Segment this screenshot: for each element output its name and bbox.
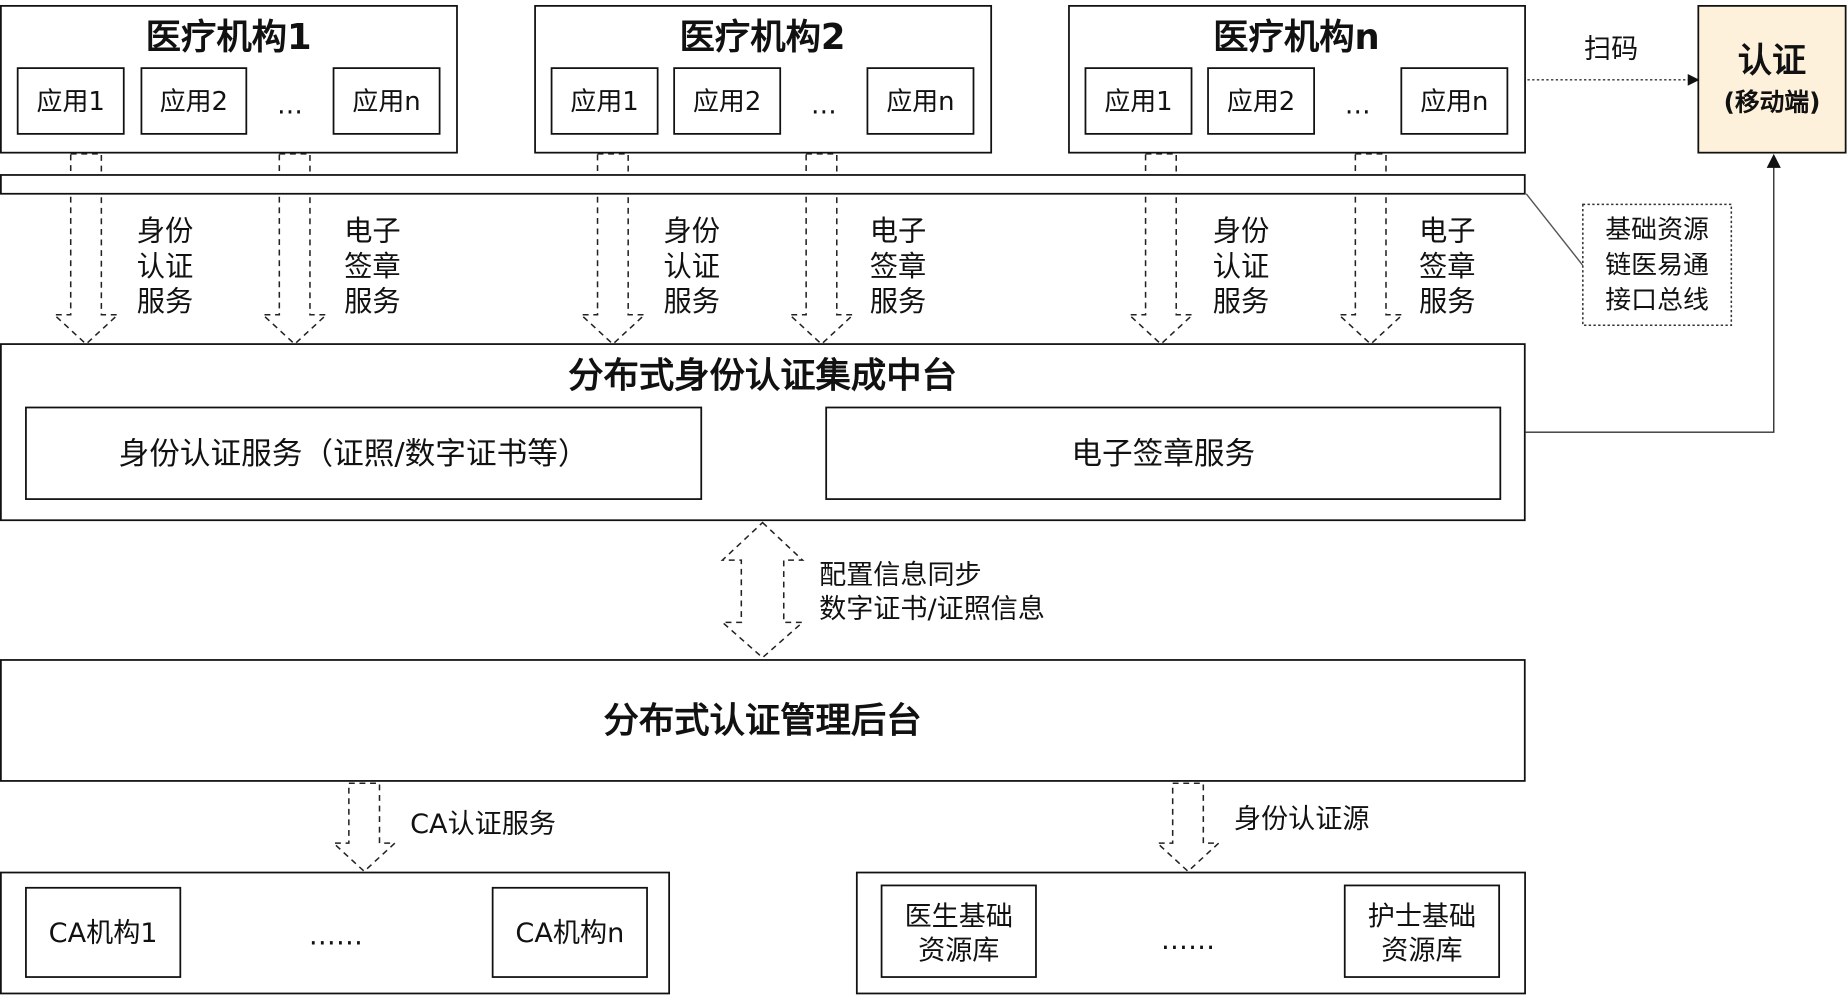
esign-service-text: 电子签章服务 <box>1071 437 1255 472</box>
app-label: 应用2 <box>1227 87 1295 117</box>
bus-note: 基础资源 链医易通 接口总线 <box>1582 203 1733 327</box>
identity-service-text: 身份认证服务（证照/数字证书等） <box>119 437 589 472</box>
app-box <box>16 67 125 135</box>
nurse-resource-box <box>1343 884 1501 978</box>
esign-service-label-n: 电子 签章 服务 <box>1419 215 1485 318</box>
mobile-auth-title: 认证 <box>1738 41 1806 81</box>
bus-note-line: 接口总线 <box>1605 286 1709 316</box>
esign-service-box <box>825 406 1502 500</box>
ca-service-label: CA认证服务 <box>410 809 556 840</box>
app-label: 应用n <box>886 87 954 117</box>
institution-1: 医疗机构1 应用1 应用2 … 应用n <box>0 4 458 154</box>
bus-note-line: 链医易通 <box>1605 250 1709 280</box>
app-label: 应用1 <box>570 87 638 117</box>
doctor-resource-label: 资源库 <box>918 936 999 967</box>
app-box <box>1400 67 1509 135</box>
institution-2: 医疗机构2 应用1 应用2 … 应用n <box>534 4 993 154</box>
ca-institution-box <box>25 886 182 978</box>
app-label: 应用2 <box>693 87 761 117</box>
doctor-resource-box <box>880 884 1037 978</box>
mobile-auth: 认证 (移动端) <box>1697 4 1847 154</box>
platform-title: 分布式身份认证集成中台 <box>568 355 957 396</box>
identity-service-label-2: 身份 认证 服务 <box>664 215 730 318</box>
esign-service-label-1: 电子 签章 服务 <box>344 215 410 318</box>
app-box <box>332 67 441 135</box>
app-label: 应用1 <box>1104 87 1172 117</box>
platform-to-mobile-arrowhead <box>1766 153 1781 168</box>
app-box <box>550 67 659 135</box>
integration-platform: 分布式身份认证集成中台 身份认证服务（证照/数字证书等） 电子签章服务 <box>0 343 1526 522</box>
scan-arrowhead <box>1687 73 1700 86</box>
sync-label: 配置信息同步 <box>819 560 982 591</box>
bus-note-line: 基础资源 <box>1605 215 1709 245</box>
app-ellipsis: … <box>1345 91 1371 121</box>
app-box <box>140 67 248 135</box>
app-ellipsis: … <box>811 91 837 121</box>
institution-n: 医疗机构n 应用1 应用2 … 应用n <box>1068 4 1526 154</box>
sync-double-arrow <box>720 521 805 659</box>
app-box <box>1207 67 1315 135</box>
app-box <box>866 67 975 135</box>
scan-label: 扫码 <box>1584 34 1638 65</box>
app-label: 应用n <box>1420 87 1488 117</box>
identity-source-label: 身份认证源 <box>1234 804 1369 835</box>
nurse-resource-label: 资源库 <box>1381 936 1462 967</box>
backend-title: 分布式认证管理后台 <box>603 701 921 742</box>
service-labels: 身份 认证 服务 电子 签章 服务 身份 认证 服务 电子 签章 服务 身份 认… <box>137 215 1485 318</box>
interface-bus <box>0 174 1526 195</box>
ca-institution-label: CA机构1 <box>49 918 158 949</box>
ca-ellipsis: …… <box>309 920 363 951</box>
app-label: 应用2 <box>160 87 228 117</box>
app-box <box>1084 67 1193 135</box>
identity-service-label-n: 身份 认证 服务 <box>1213 215 1279 318</box>
bus-note-connector <box>1525 193 1584 266</box>
app-label: 应用1 <box>37 87 105 117</box>
identity-service-box <box>25 406 703 500</box>
ca-institution-label: CA机构n <box>515 918 624 949</box>
app-box <box>673 67 782 135</box>
resource-ellipsis: …… <box>1161 925 1215 956</box>
institution-title: 医疗机构1 <box>146 17 312 58</box>
ca-institution-box <box>491 886 648 978</box>
ca-group: CA机构1 …… CA机构n <box>0 871 671 995</box>
management-backend: 分布式认证管理后台 <box>0 659 1526 782</box>
mobile-auth-box <box>1697 4 1847 154</box>
backend-box <box>0 659 1526 782</box>
esign-service-label-2: 电子 签章 服务 <box>870 215 936 318</box>
doctor-resource-label: 医生基础 <box>905 902 1013 933</box>
sync-label: 数字证书/证照信息 <box>819 594 1045 625</box>
app-label: 应用n <box>352 87 420 117</box>
mobile-auth-subtitle: (移动端) <box>1724 88 1821 117</box>
institution-title: 医疗机构n <box>1213 17 1380 58</box>
app-ellipsis: … <box>277 91 303 121</box>
ca-service-arrow <box>331 782 397 873</box>
bus-note-box <box>1582 203 1733 327</box>
identity-source-arrow <box>1155 782 1221 873</box>
nurse-resource-label: 护士基础 <box>1368 902 1476 933</box>
institution-title: 医疗机构2 <box>680 17 846 58</box>
resource-group: 医生基础 资源库 …… 护士基础 资源库 <box>855 871 1526 995</box>
platform-to-mobile-connector <box>1525 164 1775 433</box>
identity-service-label-1: 身份 认证 服务 <box>137 215 203 318</box>
